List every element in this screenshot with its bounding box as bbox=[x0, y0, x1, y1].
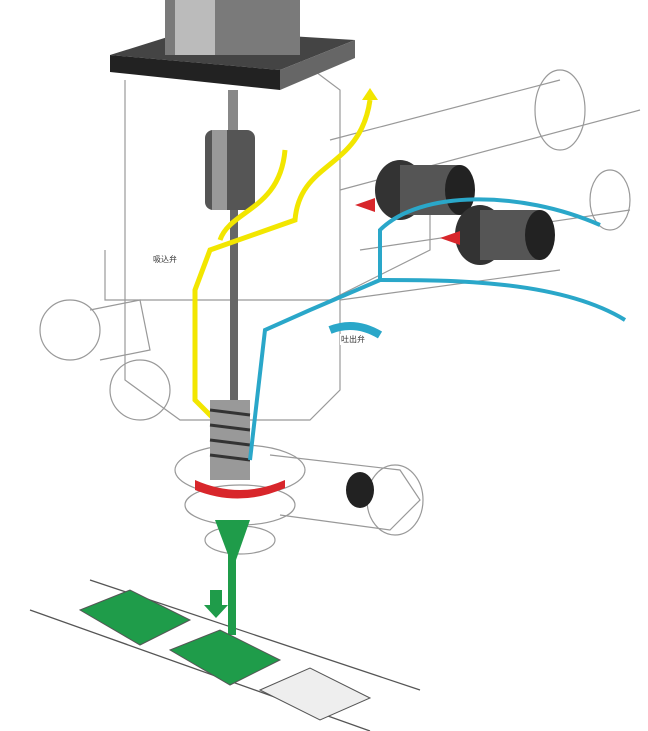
rotation-arrows bbox=[195, 198, 460, 499]
drive-shaft bbox=[230, 210, 238, 400]
product-trays bbox=[78, 589, 372, 721]
screw-threads bbox=[209, 408, 251, 462]
discharge-flow-path bbox=[248, 197, 627, 461]
suction-valve-label: 吸込弁 bbox=[152, 254, 178, 265]
motor-block bbox=[110, 0, 355, 210]
product-flow bbox=[204, 520, 250, 635]
suction-flow-path bbox=[192, 88, 378, 422]
discharge-valve-label: 吐出弁 bbox=[340, 334, 366, 345]
housing-outline bbox=[39, 59, 641, 555]
